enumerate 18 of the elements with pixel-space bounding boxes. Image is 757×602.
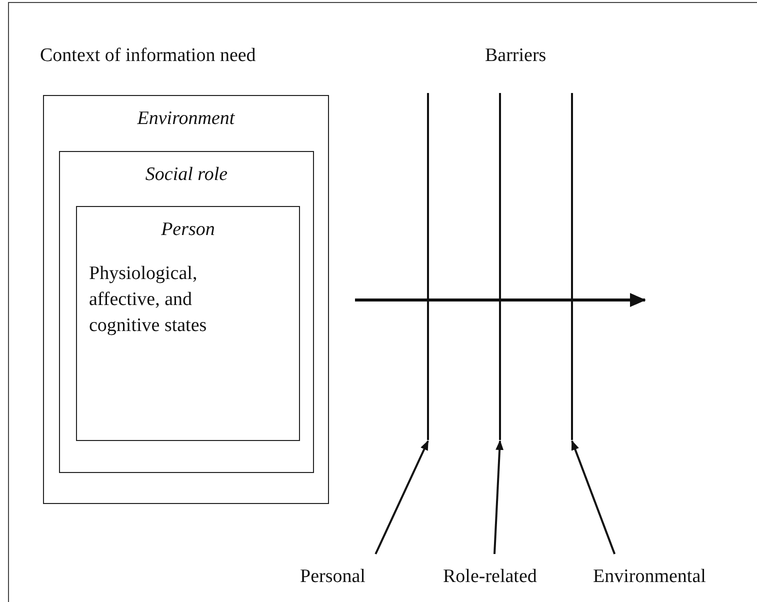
box-heading: Social role bbox=[144, 164, 229, 186]
section-heading: Context of information need bbox=[40, 45, 256, 67]
nested-box bbox=[43, 95, 329, 504]
barriers-heading: Barriers bbox=[485, 45, 546, 67]
pointer-arrow bbox=[571, 440, 616, 554]
box-text: Physiological, affective, and cognitive states bbox=[89, 262, 208, 338]
barrier-label: Environmental bbox=[593, 566, 706, 588]
nested-box bbox=[76, 206, 300, 441]
barrier-line bbox=[499, 93, 501, 440]
barrier-line bbox=[427, 93, 429, 440]
barrier-label: Role-related bbox=[443, 566, 537, 588]
barrier-label: Personal bbox=[300, 566, 366, 588]
pointer-arrow bbox=[374, 440, 429, 554]
pointer-arrow bbox=[493, 440, 504, 554]
nested-box bbox=[59, 151, 314, 473]
barrier-line bbox=[571, 93, 573, 440]
box-heading: Person bbox=[160, 219, 216, 241]
box-heading: Environment bbox=[136, 108, 236, 130]
